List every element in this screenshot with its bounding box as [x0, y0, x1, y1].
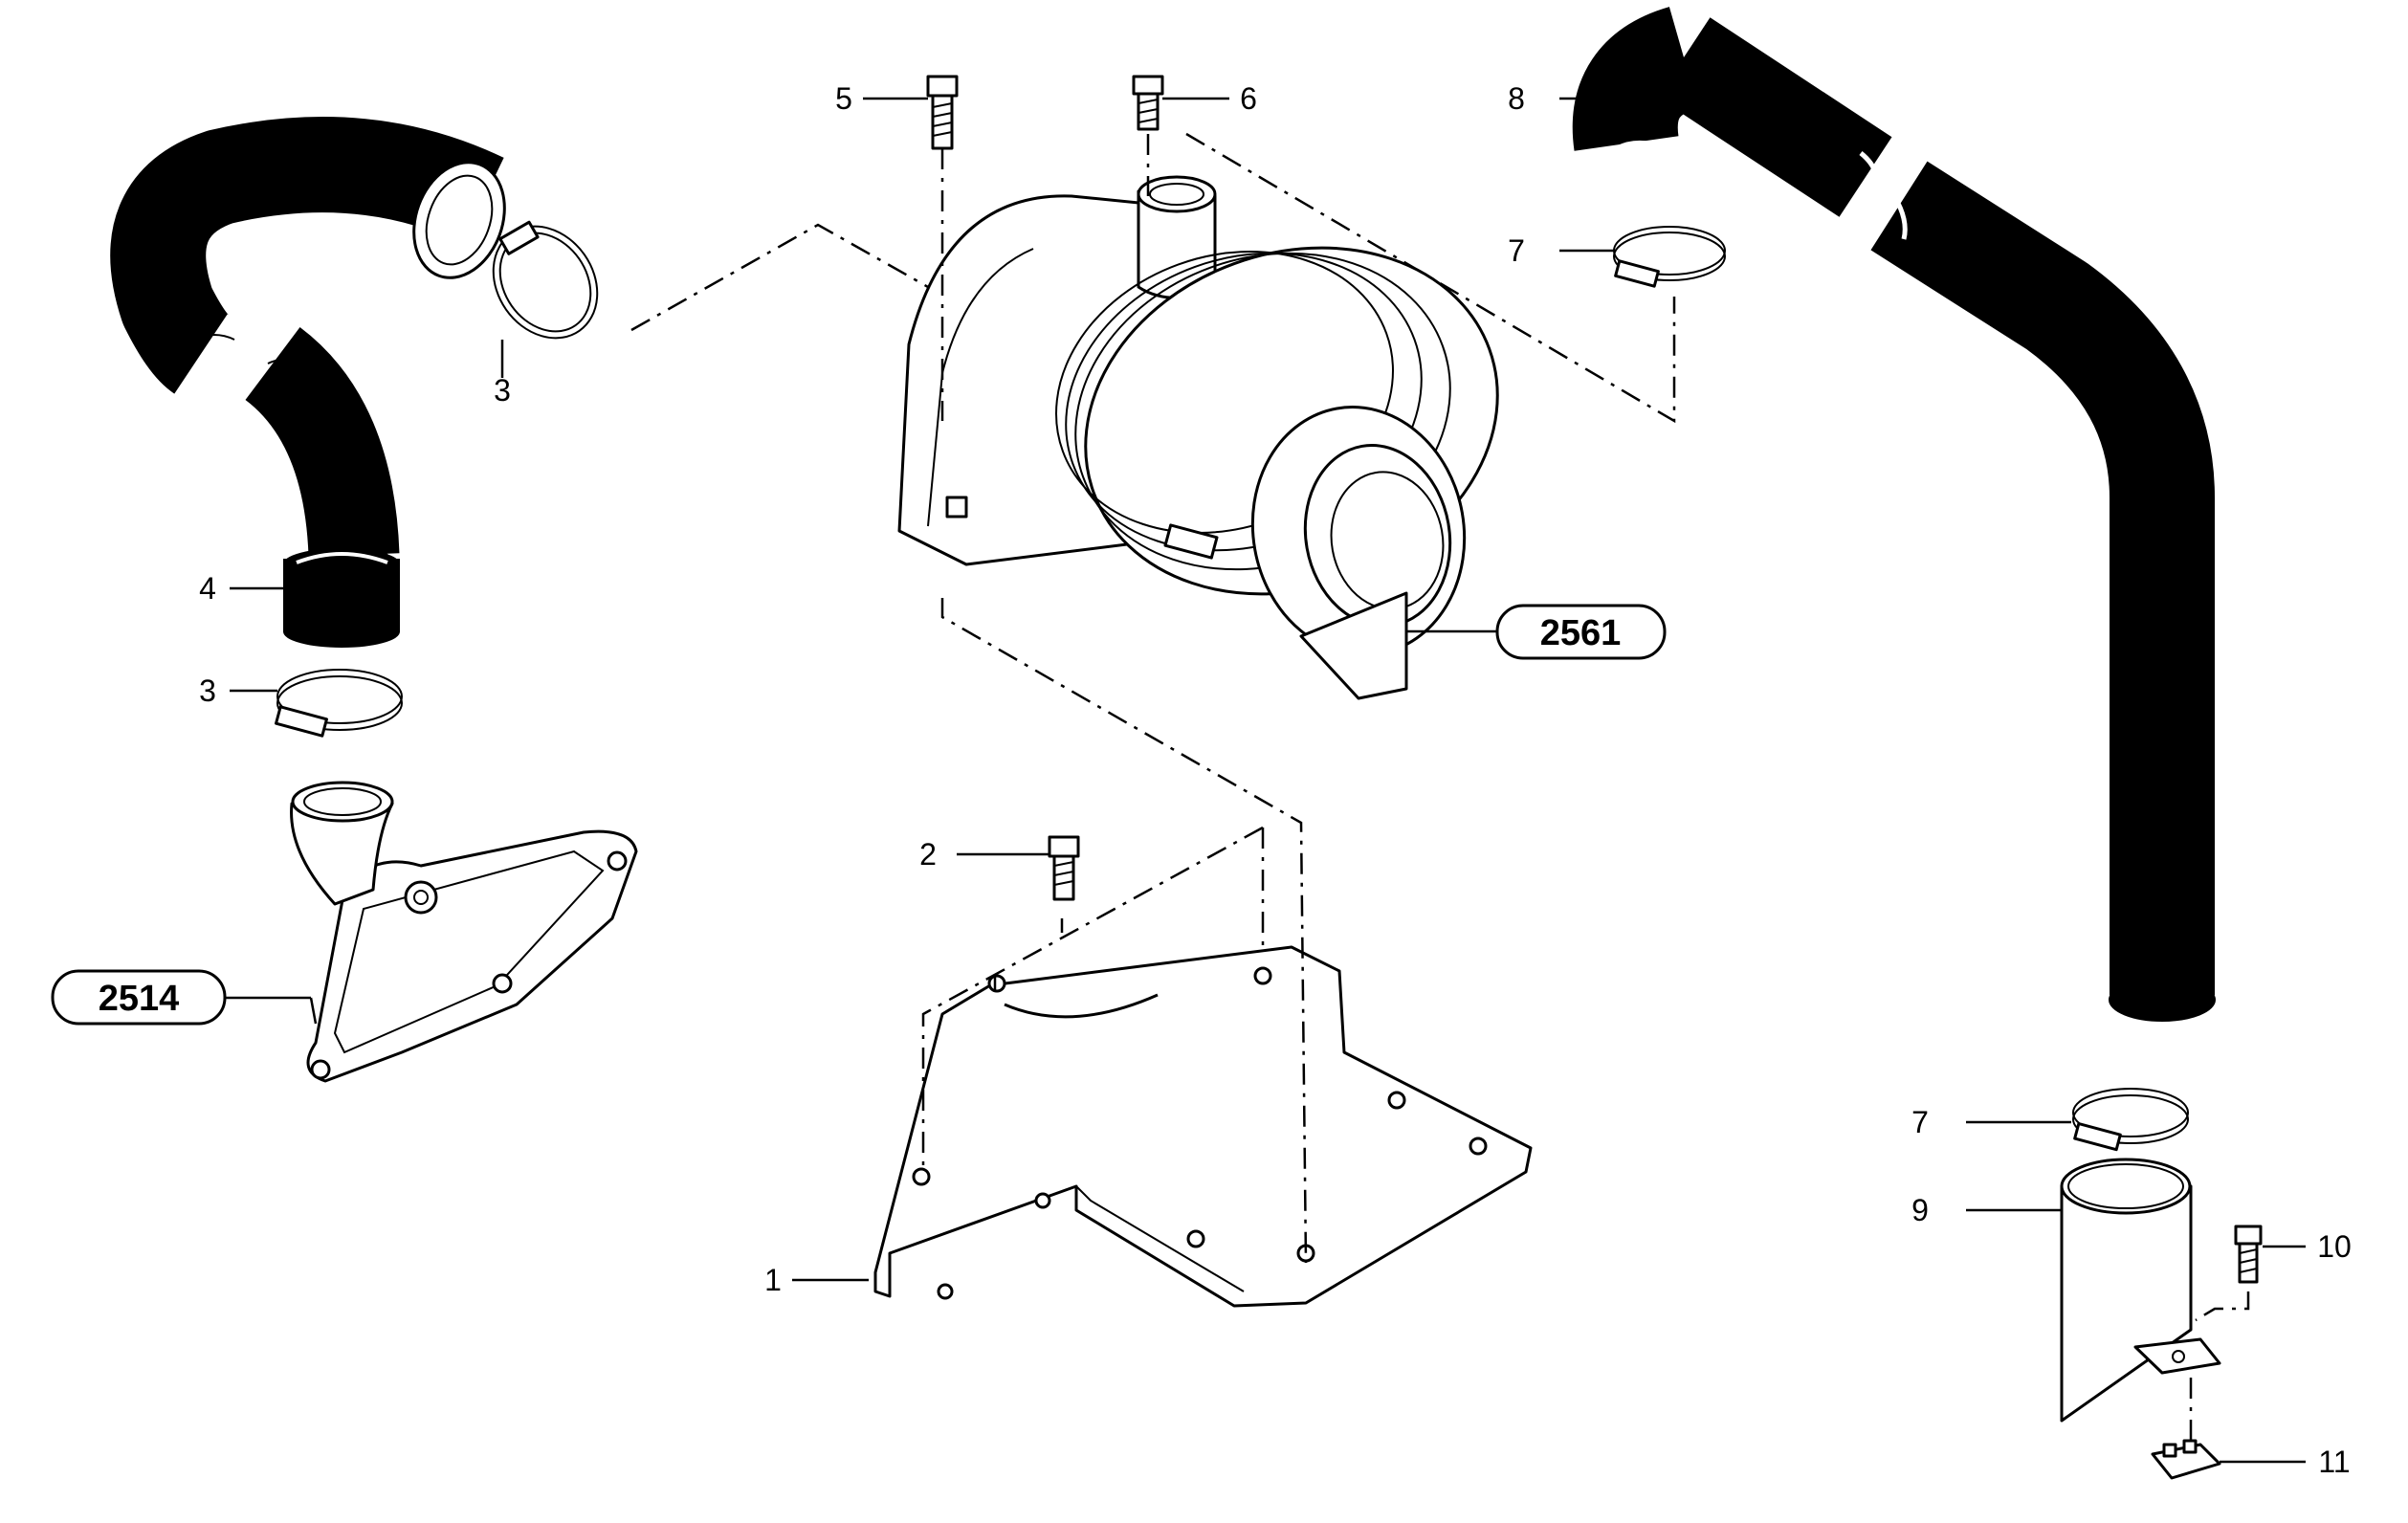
hose-clamp-part-7-upper: [1613, 226, 1726, 288]
callout-3-upper: 3: [494, 373, 511, 408]
bolt-part-10: [2234, 1225, 2263, 1284]
air-filter-assembly-2561: [897, 175, 1499, 700]
callout-3-lower: 3: [199, 673, 216, 708]
bolt-part-6: [1132, 75, 1164, 131]
callout-10: 10: [2317, 1229, 2352, 1264]
assembly-lines: [630, 132, 2250, 1445]
mounting-bracket-part-1: [873, 945, 1533, 1308]
hose-part-4: [283, 548, 400, 648]
long-hose-part-8: [1572, 7, 2216, 1022]
reference-2561-label: 2561: [1540, 613, 1622, 653]
pump-housing-2514: [290, 781, 638, 1083]
bolt-part-5: [926, 75, 959, 150]
leader-lines: [225, 97, 2306, 1464]
callout-7-upper: 7: [1508, 233, 1525, 268]
bolt-part-2: [1048, 835, 1080, 901]
reference-box-2561[interactable]: 2561: [1495, 604, 1667, 660]
callout-7-lower: 7: [1911, 1105, 1929, 1139]
upper-elbow-hose: [110, 117, 506, 394]
callout-8: 8: [1508, 81, 1525, 116]
callout-11: 11: [2318, 1445, 2350, 1479]
callout-9: 9: [1911, 1193, 1929, 1227]
hose-clamp-part-3-upper: [492, 220, 599, 340]
pipe-part-9: [2060, 1158, 2221, 1423]
middle-elbow-hose: [244, 327, 400, 558]
callout-2: 2: [919, 837, 937, 872]
reference-box-2514[interactable]: 2514: [51, 969, 227, 1026]
callout-6: 6: [1240, 81, 1257, 116]
reference-2514-label: 2514: [99, 979, 180, 1019]
hose-clamp-part-7-lower: [2072, 1088, 2189, 1152]
hose-clamp-part-3-lower: [275, 669, 403, 738]
callout-1: 1: [764, 1263, 782, 1297]
callout-4: 4: [199, 571, 216, 606]
callout-5: 5: [835, 81, 852, 116]
clip-part-11: [2151, 1439, 2221, 1480]
